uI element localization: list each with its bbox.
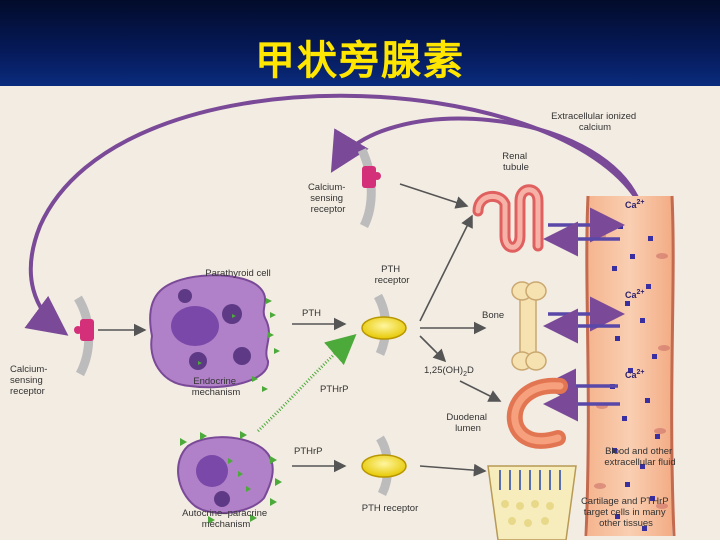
pth-receptor-bottom [361, 454, 407, 478]
pth-pathway-figure: Ca2+ Ca2+ Ca2+ [0, 86, 720, 541]
label-pthrp-mid: PTHrP [320, 384, 349, 395]
label-pthrp-lower: PTHrP [294, 446, 323, 457]
parathyroid-cell [149, 274, 270, 389]
pthrp-secretion-dots [180, 431, 282, 524]
label-parathyroid-cell: Parathyroid cell [205, 268, 270, 279]
feedback-arc-outer [24, 93, 642, 336]
slide-header: 甲状旁腺素 [0, 0, 720, 86]
label-pth: PTH [302, 308, 321, 319]
label-extracellular: Extracellular ionized calcium [551, 111, 639, 133]
pthrp-green-arrow [256, 334, 357, 433]
label-endocrine: Endocrine mechanism [192, 376, 241, 398]
signal-arrows [98, 183, 502, 477]
calcium-sensing-receptor-top [362, 166, 381, 188]
label-casr-left: Calcium- sensing receptor [10, 364, 50, 397]
cartilage-icon [487, 465, 577, 541]
pth-diagram-svg: Ca2+ Ca2+ Ca2+ [0, 86, 720, 541]
label-autocrine: Autocrine–paracrine mechanism [182, 508, 270, 530]
label-bone: Bone [482, 310, 504, 321]
label-casr-top: Calcium- sensing receptor [308, 182, 348, 215]
bone-icon [511, 281, 547, 371]
slide-title: 甲状旁腺素 [255, 38, 465, 84]
label-renal-tubule: Renal tubule [502, 151, 529, 173]
ca-label-1: Ca2+ [625, 199, 645, 210]
pth-secretion-dots [198, 298, 280, 392]
label-pth-receptor-bottom: PTH receptor [362, 503, 419, 514]
calcium-sensing-receptor-left [74, 319, 94, 341]
membrane-top [357, 148, 376, 229]
autocrine-cell [177, 436, 274, 514]
label-duodenal-lumen: Duodenal lumen [446, 412, 489, 434]
feedback-arc-top [330, 116, 642, 205]
label-vitamin-d: 1,25(OH)2D [424, 365, 474, 378]
label-cartilage: Cartilage and PTHrP target cells in many… [581, 496, 671, 529]
pth-receptor-top [361, 316, 407, 340]
blood-vessel [584, 195, 676, 537]
label-pth-receptor-top: PTH receptor [375, 264, 410, 286]
ca-label-3: Ca2+ [625, 369, 645, 380]
ca-label-2: Ca2+ [625, 289, 645, 300]
label-blood: Blood and other extracellular fluid [604, 446, 675, 468]
